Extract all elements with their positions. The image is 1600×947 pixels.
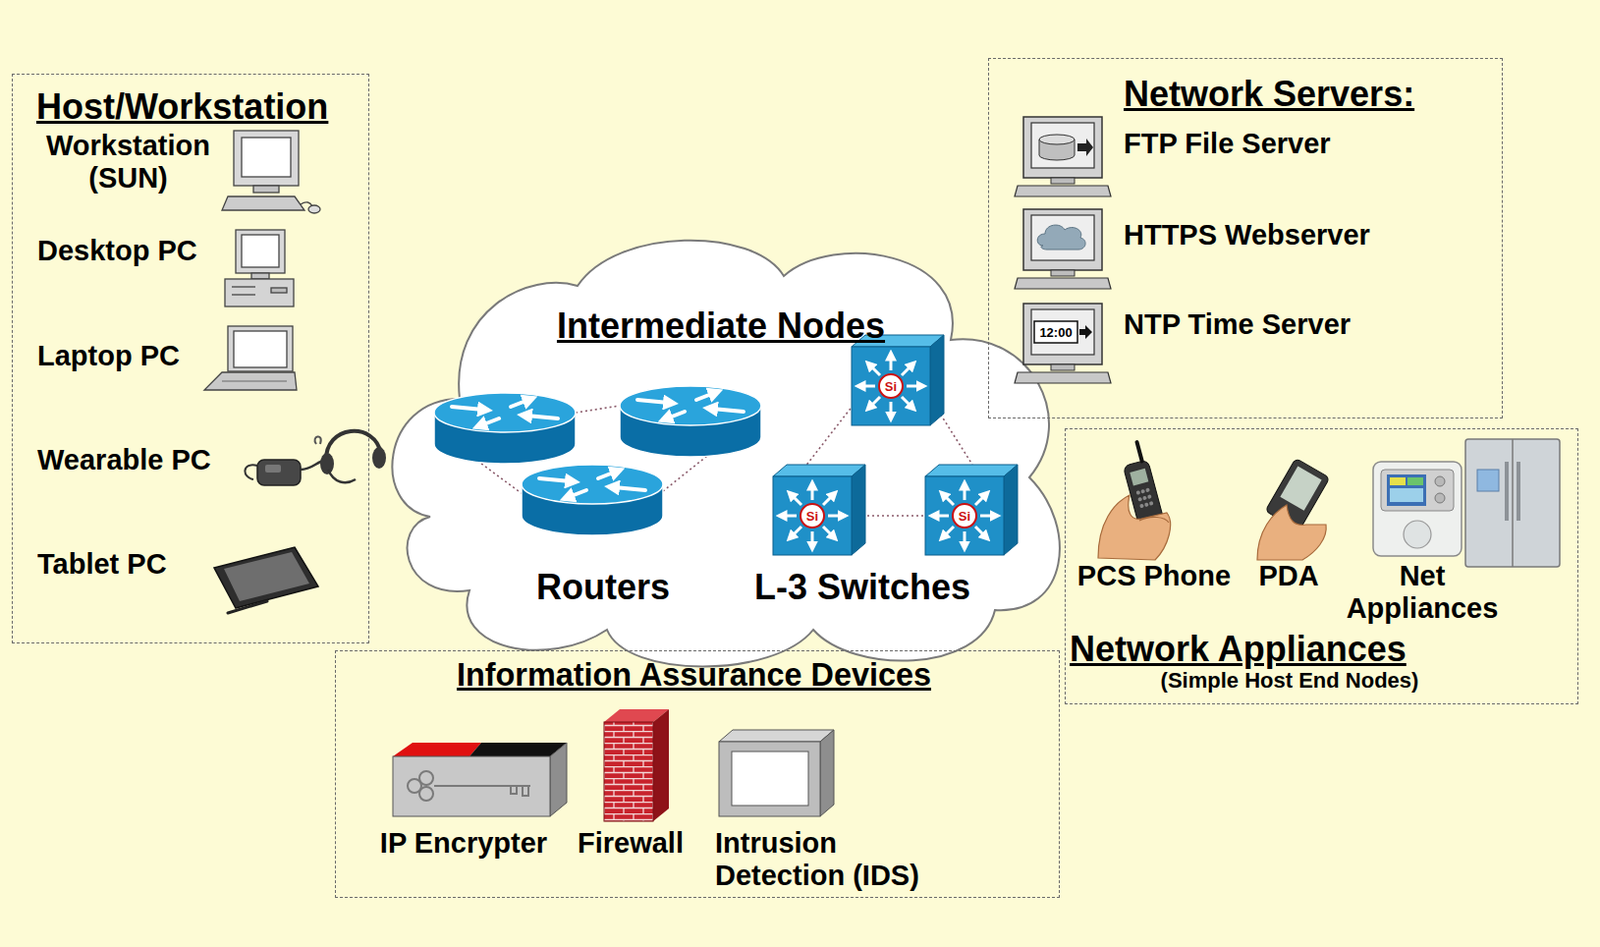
device-label: Net Appliances bbox=[1333, 559, 1511, 626]
device-label: Firewall bbox=[571, 827, 690, 860]
device-label: HTTPS Webserver bbox=[1123, 219, 1371, 252]
device-label: FTP File Server bbox=[1123, 127, 1331, 161]
device-label: Desktop PC bbox=[37, 234, 198, 268]
dashed-group-box: Information Assurance Devices IP Encrypte… bbox=[334, 650, 1060, 898]
dashed-group-box: Network Servers: FTP File ServerHTTPS Web… bbox=[988, 57, 1503, 419]
firewall-icon bbox=[604, 709, 669, 822]
wearable-icon bbox=[244, 431, 387, 486]
icon-label: 12:00 bbox=[1039, 326, 1072, 339]
tablet-icon bbox=[214, 547, 319, 613]
device-label: Laptop PC bbox=[37, 339, 180, 373]
group-heading: Information Assurance Devices bbox=[335, 657, 1052, 694]
desktop-icon bbox=[224, 229, 294, 307]
group-heading: Intermediate Nodes bbox=[381, 305, 1061, 346]
group-heading: Network Appliances bbox=[1069, 628, 1407, 669]
phone-in-hand bbox=[1098, 441, 1171, 560]
net-appliance-icon bbox=[1373, 461, 1462, 556]
icon-label: Si bbox=[958, 509, 971, 523]
server-icons bbox=[1014, 116, 1111, 384]
device-label: PDA bbox=[1249, 559, 1328, 593]
device-label: Tablet PC bbox=[37, 548, 167, 581]
fridge-icon bbox=[1465, 439, 1560, 567]
device-label: Routers bbox=[524, 566, 682, 607]
device-label: Wearable PC bbox=[37, 443, 212, 477]
pda-in-hand bbox=[1257, 457, 1330, 560]
device-label: NTP Time Server bbox=[1123, 308, 1351, 341]
router-icons bbox=[434, 386, 762, 536]
device-label: Intrusion Detection (IDS) bbox=[715, 827, 961, 893]
laptop-icon bbox=[204, 326, 297, 390]
workstation-icon bbox=[221, 130, 321, 214]
dashed-group-box: PCS Phone PDANet AppliancesNetwork Applia… bbox=[1064, 428, 1579, 705]
device-label: Workstation (SUN) bbox=[37, 129, 220, 196]
cloud-shape bbox=[391, 240, 1059, 667]
switch-icons bbox=[772, 334, 1018, 555]
device-label: IP Encrypter bbox=[365, 827, 562, 860]
icon-label: Si bbox=[884, 380, 897, 393]
group-heading: Network Servers: bbox=[1123, 73, 1415, 114]
device-label: (Simple Host End Nodes) bbox=[1142, 667, 1437, 693]
group-heading: Host/Workstation bbox=[36, 86, 329, 127]
dashed-group-box: Host/WorkstationWorkstation (SUN) Desktop… bbox=[11, 73, 370, 644]
ip-encrypter-icon bbox=[392, 742, 567, 817]
device-label: PCS Phone bbox=[1075, 559, 1233, 593]
ids-icon bbox=[718, 729, 834, 817]
device-label: L-3 Switches bbox=[744, 566, 981, 607]
icon-label: Si bbox=[806, 509, 819, 523]
